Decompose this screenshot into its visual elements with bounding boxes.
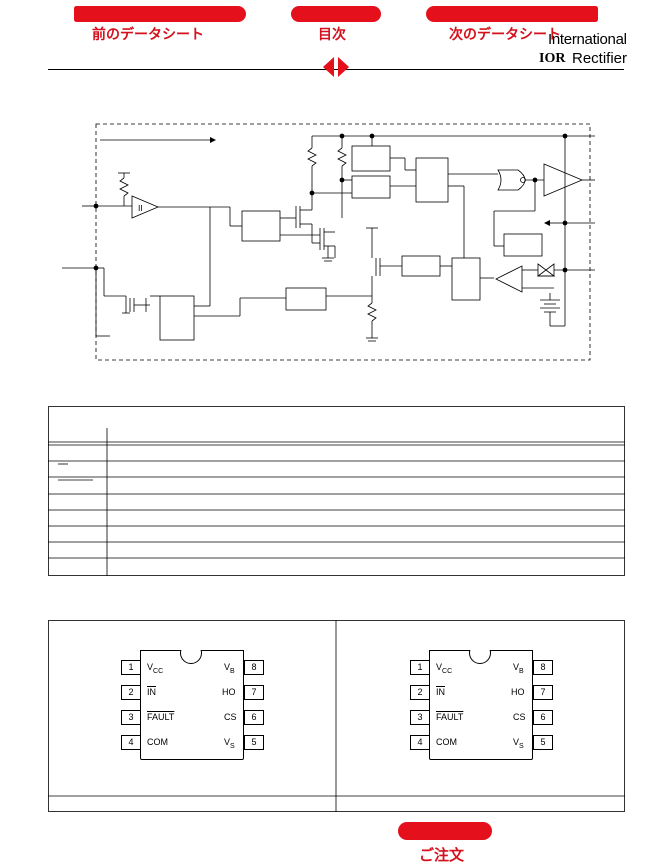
pin-number: 8 xyxy=(244,660,264,675)
pin-number: 2 xyxy=(121,685,141,700)
next-page-arrow-icon xyxy=(338,57,349,77)
next-datasheet-bar[interactable] xyxy=(426,6,598,22)
pin-number: 4 xyxy=(410,735,430,750)
page-nav-arrows[interactable] xyxy=(322,56,350,78)
pin-number: 1 xyxy=(410,660,430,675)
brand-logo-mark: IOR xyxy=(539,51,566,66)
pin-name-vb: VB xyxy=(224,662,235,675)
prev-datasheet-link[interactable]: 前のデータシート xyxy=(92,27,204,43)
pin-number: 6 xyxy=(244,710,264,725)
prev-page-arrow-icon xyxy=(323,57,334,77)
pin-name-fault: FAULT xyxy=(147,712,175,722)
pin-description-table xyxy=(48,406,625,576)
pin-number: 7 xyxy=(244,685,264,700)
next-datasheet-link[interactable]: 次のデータシート xyxy=(449,27,561,43)
order-bar[interactable] xyxy=(398,822,492,840)
pin-number: 4 xyxy=(121,735,141,750)
block-diagram: II xyxy=(62,123,595,361)
package-panel-frame xyxy=(48,620,625,812)
pin-number: 2 xyxy=(410,685,430,700)
pin-name-vb: VB xyxy=(513,662,524,675)
pin-number: 8 xyxy=(533,660,553,675)
package-right xyxy=(429,650,533,760)
pin-name-com: COM xyxy=(436,737,457,747)
pin-name-vs: VS xyxy=(513,737,524,750)
contents-link[interactable]: 目次 xyxy=(318,27,346,43)
order-link[interactable]: ご注文 xyxy=(419,846,465,864)
pin-number: 1 xyxy=(121,660,141,675)
pin-number: 6 xyxy=(533,710,553,725)
pin-name-cs: CS xyxy=(224,712,237,722)
pin-name-cs: CS xyxy=(513,712,526,722)
pin-number: 3 xyxy=(121,710,141,725)
contents-bar[interactable] xyxy=(291,6,381,22)
pin-name-vs: VS xyxy=(224,737,235,750)
pin-name-in: IN xyxy=(436,687,445,697)
brand-international: International xyxy=(548,31,627,48)
header-rule xyxy=(48,69,624,70)
pin-number: 7 xyxy=(533,685,553,700)
pin-number: 5 xyxy=(244,735,264,750)
pin-name-vcc: VCC xyxy=(147,662,164,675)
svg-text:II: II xyxy=(138,204,143,213)
prev-datasheet-bar[interactable] xyxy=(74,6,246,22)
pin-number: 3 xyxy=(410,710,430,725)
brand-rectifier: Rectifier xyxy=(572,50,628,67)
pin-number: 5 xyxy=(533,735,553,750)
pin-name-vcc: VCC xyxy=(436,662,453,675)
pin-name-in: IN xyxy=(147,687,156,697)
pin-name-fault: FAULT xyxy=(436,712,464,722)
pin-name-ho: HO xyxy=(222,687,236,697)
package-left xyxy=(140,650,244,760)
pin-name-ho: HO xyxy=(511,687,525,697)
pin-name-com: COM xyxy=(147,737,168,747)
